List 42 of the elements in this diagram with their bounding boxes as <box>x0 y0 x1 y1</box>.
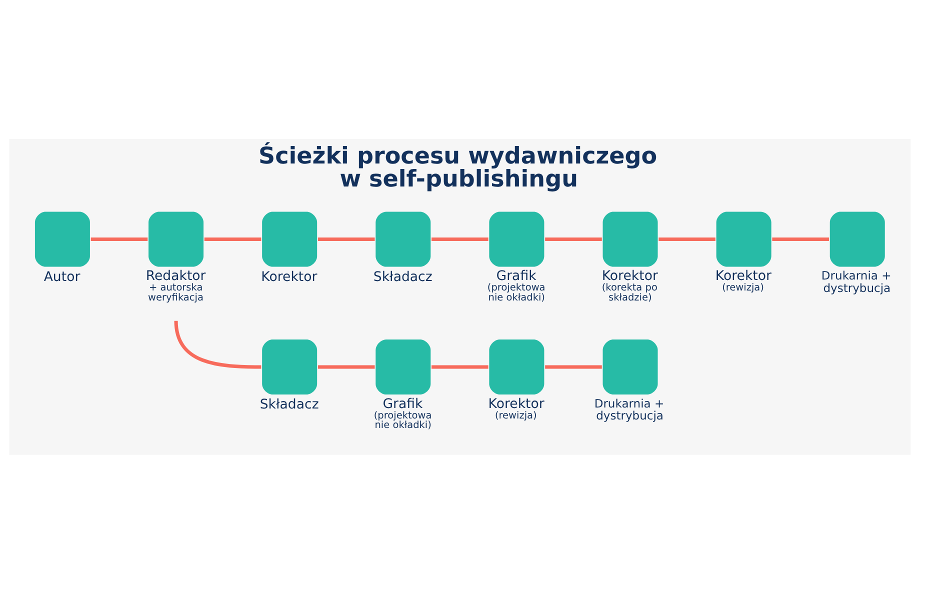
connector <box>318 365 375 369</box>
node-label: Redaktor <box>146 269 206 284</box>
connector <box>545 237 602 242</box>
node-label: Składacz <box>373 270 432 285</box>
node-box <box>489 212 544 267</box>
connector <box>174 320 262 369</box>
node-box <box>262 212 318 267</box>
node-label: (projektowa nie okładki) <box>487 282 546 304</box>
node-label: Drukarnia + dystrybucja <box>594 396 664 423</box>
connector <box>432 365 488 369</box>
node-label: Drukarnia + dystrybucja <box>821 268 892 295</box>
node-box <box>830 212 885 267</box>
node-label: Korektor <box>261 270 318 285</box>
node-box <box>602 340 658 394</box>
node-label: (projektowa nie okładki) <box>374 410 432 432</box>
node-label: Autor <box>44 270 80 285</box>
node-box <box>489 340 544 394</box>
node-box <box>262 340 318 394</box>
connector <box>658 237 716 242</box>
node-label: Korektor <box>715 269 772 284</box>
connector <box>90 237 148 242</box>
node-label: Grafik <box>496 269 536 284</box>
diagram-title: Ścieżki procesu wydawniczego w self-publishingu <box>258 144 658 193</box>
connector <box>318 237 375 242</box>
node-label: (korekta po składzie) <box>602 282 658 304</box>
node-box <box>148 212 204 267</box>
connector <box>545 365 602 369</box>
node-label: (rewizja) <box>494 410 537 422</box>
node-box <box>376 212 431 267</box>
node-box <box>716 212 772 267</box>
node-label: (rewizja) <box>722 282 764 294</box>
node-label: Korektor <box>488 396 544 412</box>
node-box <box>602 212 658 267</box>
node-box <box>376 340 431 394</box>
node-label: + autorska weryfikacja <box>148 282 204 304</box>
node-box <box>34 212 90 267</box>
node-label: Grafik <box>382 396 423 412</box>
connector <box>772 237 829 242</box>
connector <box>204 237 262 242</box>
connector <box>432 237 488 242</box>
node-label: Składacz <box>260 398 319 413</box>
node-label: Korektor <box>602 269 658 284</box>
